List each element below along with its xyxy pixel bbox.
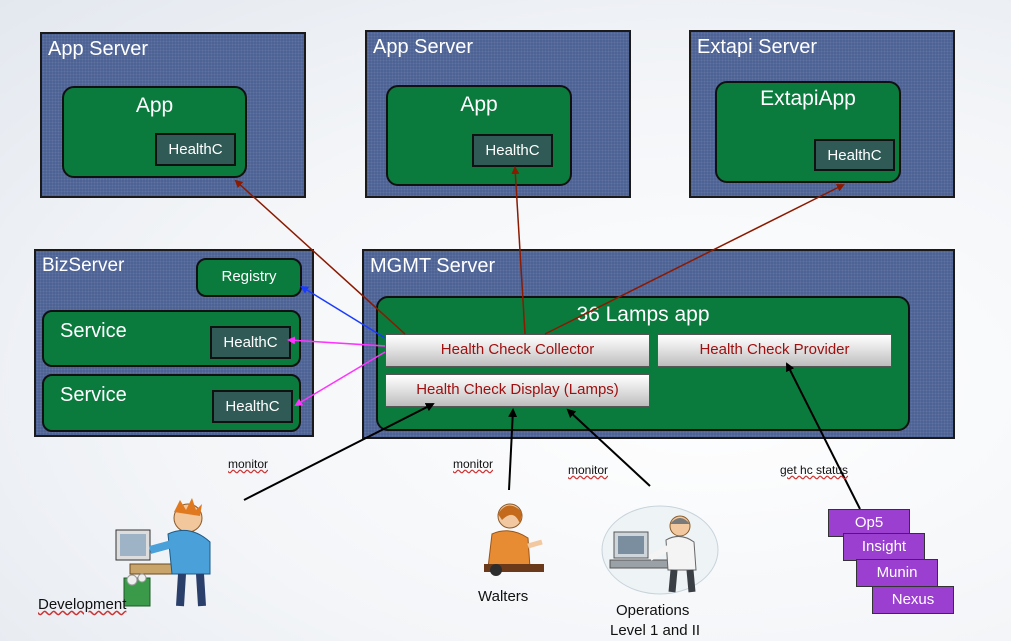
app-server-1: App Server App HealthC [40, 32, 306, 198]
extapi-app-title: ExtapiApp [760, 87, 856, 110]
tool-munin: Munin [856, 559, 938, 587]
arrow-collector-to-app1 [234, 179, 406, 335]
app-1-box: App HealthC [62, 86, 247, 178]
extapi-healthc: HealthC [814, 139, 895, 171]
tool-op5: Op5 [828, 509, 910, 537]
developer-illustration [115, 498, 211, 607]
arrow-collector-to-registry [300, 285, 386, 339]
extapi-server-title: Extapi Server [697, 36, 818, 58]
extapi-app-box: ExtapiApp HealthC [715, 81, 901, 183]
app-2-title: App [460, 93, 498, 116]
service-2-box: Service HealthC [42, 374, 301, 432]
service-2-healthc: HealthC [212, 390, 293, 423]
app-2-healthc: HealthC [472, 134, 553, 167]
extapi-server: Extapi Server ExtapiApp HealthC [689, 30, 955, 198]
development-label: Development [38, 596, 127, 613]
lamps-app-title: 36 Lamps app [576, 303, 710, 326]
walters-label: Walters [478, 588, 529, 605]
arrow-tools-to-provider [786, 362, 861, 510]
registry-label: Registry [221, 268, 277, 285]
operations-illustration [601, 505, 719, 595]
app-server-1-title: App Server [48, 38, 149, 60]
mgmt-server-title: MGMT Server [370, 255, 496, 277]
service-1-box: Service HealthC [42, 310, 301, 367]
service-2-label: Service [60, 384, 127, 406]
registry-box: Registry [196, 258, 302, 297]
operations-label-line2: Level 1 and II [610, 622, 701, 639]
tool-nexus: Nexus [872, 586, 954, 614]
health-check-display: Health Check Display (Lamps) [385, 374, 650, 407]
arrow-walters-to-display [508, 408, 518, 491]
arrow-ops-to-display [566, 408, 651, 487]
app-1-title: App [135, 94, 174, 117]
app-1-healthc: HealthC [155, 133, 236, 166]
arrow-collector-to-service2 [294, 351, 386, 407]
app-server-2-title: App Server [373, 36, 474, 58]
monitor-label-dev: monitor [228, 457, 269, 471]
biz-server: BizServer Registry Service HealthC Servi… [34, 249, 314, 437]
health-check-provider: Health Check Provider [657, 334, 892, 367]
arrow-collector-to-service1 [287, 336, 386, 347]
health-check-collector: Health Check Collector [385, 334, 650, 367]
monitor-label-ops: monitor [568, 463, 609, 477]
walters-illustration [484, 503, 544, 576]
app-server-2: App Server App HealthC [365, 30, 631, 198]
arrow-dev-to-display [243, 403, 435, 501]
service-1-label: Service [60, 320, 127, 342]
biz-server-title: BizServer [42, 255, 125, 276]
get-hc-status-label: get hc status [780, 463, 849, 477]
tool-insight: Insight [843, 533, 925, 561]
arrow-collector-to-app2 [511, 166, 526, 335]
arrow-collector-to-extapi [544, 184, 845, 335]
monitor-label-walters: monitor [453, 457, 494, 471]
operations-label-line1: Operations [616, 602, 690, 619]
app-2-box: App HealthC [386, 85, 572, 186]
